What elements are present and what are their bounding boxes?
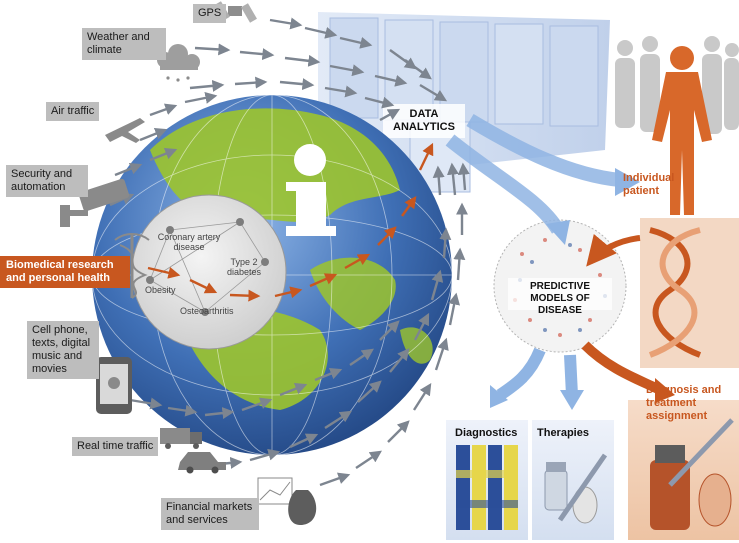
cloud-rain-icon bbox=[157, 44, 200, 82]
label-biomedical: Biomedical research and personal health bbox=[0, 256, 130, 288]
label-financial: Financial markets and services bbox=[161, 498, 259, 530]
diagnostics-label: Diagnostics bbox=[455, 427, 518, 439]
money-bag-icon bbox=[257, 477, 317, 525]
disease-diabetes: Type 2 diabetes bbox=[226, 257, 262, 277]
diagnostics-card bbox=[446, 420, 528, 540]
caduceus-icon bbox=[114, 233, 150, 299]
label-security: Security and automation bbox=[6, 165, 88, 197]
disease-obesity: Obesity bbox=[145, 285, 176, 295]
predictive-models-label: PREDICTIVE MODELS OF DISEASE bbox=[529, 281, 590, 316]
data-stream-arrows bbox=[109, 17, 470, 487]
disease-osteoarthritis: Osteoarthritis bbox=[180, 306, 234, 316]
disease-network-circle bbox=[131, 194, 287, 350]
therapies-card bbox=[532, 420, 614, 540]
security-camera-icon bbox=[60, 178, 130, 227]
smartphone-icon bbox=[96, 357, 132, 414]
human-figure-icon bbox=[615, 36, 739, 215]
flow-arrows bbox=[445, 113, 675, 410]
diagnosis-card bbox=[628, 400, 739, 540]
label-weather: Weather and climate bbox=[82, 28, 166, 60]
therapies-label: Therapies bbox=[537, 427, 589, 439]
airplane-icon bbox=[105, 118, 145, 143]
info-symbol bbox=[286, 144, 336, 236]
individual-patient-label: Individual patient bbox=[623, 172, 675, 197]
car-icon bbox=[178, 452, 226, 474]
pill-bottle-icon bbox=[544, 462, 598, 524]
diagnosis-treatment-label: Diagnosis and treatment assignment bbox=[646, 384, 722, 422]
disease-coronary: Coronary artery disease bbox=[157, 232, 221, 252]
biomedical-arrows bbox=[147, 142, 434, 302]
truck-icon bbox=[160, 428, 202, 449]
syringe-icon bbox=[557, 453, 608, 522]
label-realtime-traffic: Real time traffic bbox=[72, 437, 159, 456]
label-gps: GPS bbox=[193, 4, 227, 23]
label-cellphone: Cell phone, texts, digital music and mov… bbox=[27, 321, 99, 379]
data-analytics-label: DATA ANALYTICS bbox=[393, 108, 455, 133]
label-air-traffic: Air traffic bbox=[46, 102, 100, 121]
dna-helix-icon bbox=[640, 218, 739, 368]
